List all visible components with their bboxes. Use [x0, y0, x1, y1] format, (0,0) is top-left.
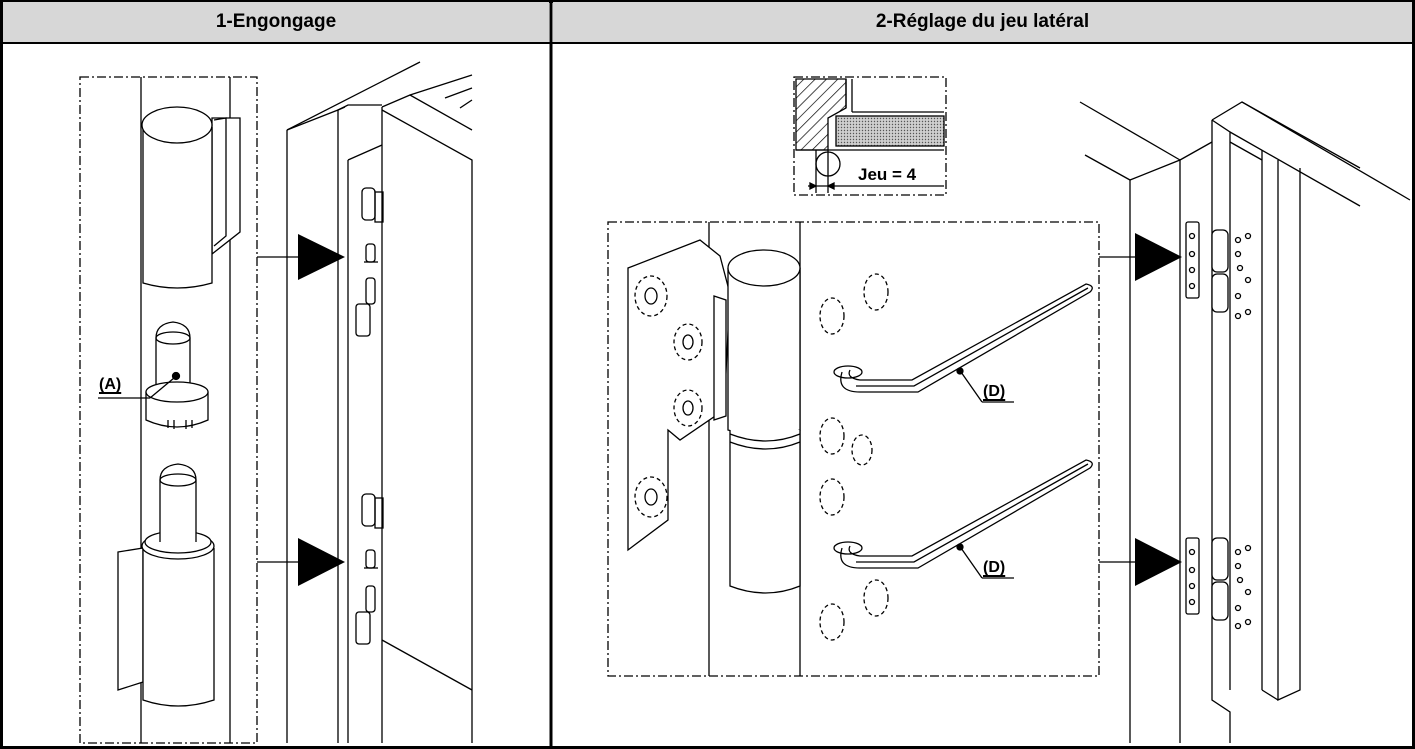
leaf-screw-holes — [634, 275, 703, 518]
pin-a-label: (A) — [99, 376, 122, 393]
allen-key-upper-label: (D) — [983, 383, 1006, 400]
allen-key-lower — [833, 459, 1093, 579]
hinge-detail-box — [607, 221, 1135, 677]
panel-1-door — [286, 61, 473, 743]
pin-a-drawing — [98, 321, 209, 429]
allen-key-lower-label: (D) — [983, 559, 1006, 576]
panel-1-arrows — [298, 234, 345, 586]
hinge-upper-knuckle — [141, 106, 241, 289]
hinge-lower-knuckle — [117, 463, 215, 707]
gap-detail-inset — [793, 76, 947, 196]
panel-1-header: 1-Engongage — [3, 2, 549, 42]
frame-screw-holes — [819, 273, 889, 641]
panel-2-arrows — [1135, 233, 1182, 586]
gap-dimension-label: Jeu = 4 — [858, 165, 917, 184]
panel-1-drawing — [79, 76, 298, 744]
allen-key-upper — [833, 283, 1093, 403]
panel-2-header: 2-Réglage du jeu latéral — [553, 2, 1412, 42]
panel-2-door — [1079, 101, 1411, 743]
